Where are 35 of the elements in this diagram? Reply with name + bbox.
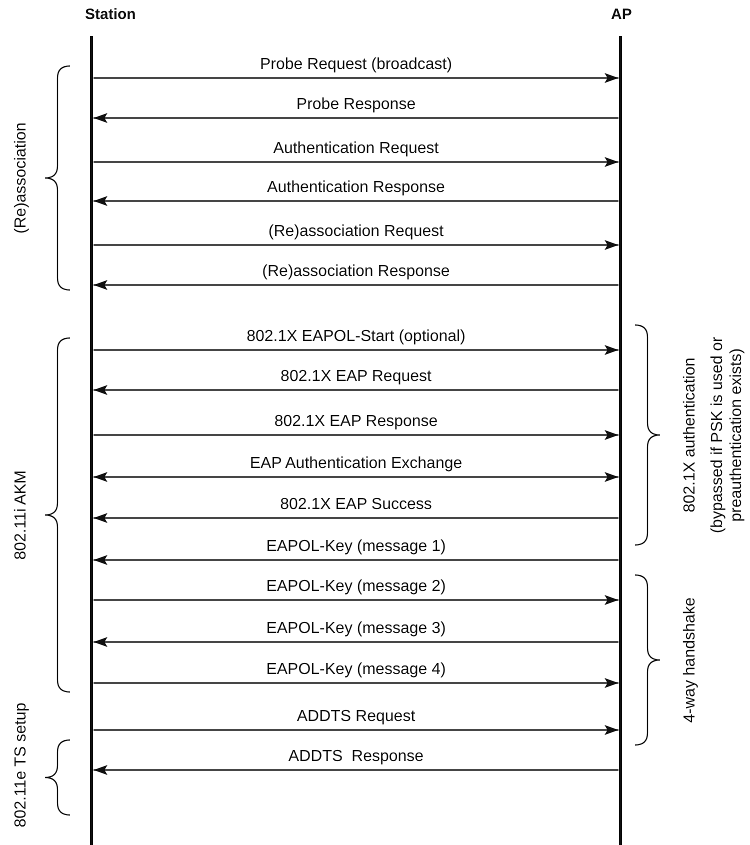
message-arrow bbox=[94, 73, 618, 83]
phase-label: 802.11e TS setup bbox=[12, 702, 30, 830]
participant-label: Station bbox=[85, 6, 136, 23]
message-arrow bbox=[94, 595, 618, 605]
message-arrow bbox=[94, 385, 618, 395]
phase-label: (Re)association bbox=[12, 121, 30, 236]
message-arrow bbox=[94, 157, 618, 167]
message-label: (Re)association Request bbox=[266, 223, 446, 241]
message-arrow bbox=[94, 113, 618, 123]
message-arrow bbox=[94, 240, 618, 250]
message-label: Authentication Response bbox=[265, 179, 447, 197]
message-arrow bbox=[94, 765, 618, 775]
message-arrow bbox=[94, 345, 618, 355]
message-arrow bbox=[94, 725, 618, 735]
message-label: (Re)association Response bbox=[260, 263, 452, 281]
lifeline bbox=[611, 6, 633, 845]
message-label: 802.1X EAP Response bbox=[272, 413, 440, 431]
message-arrow bbox=[94, 280, 618, 290]
message-label: ADDTS Response bbox=[286, 748, 426, 766]
message-arrow bbox=[94, 513, 618, 523]
phase-label: (bypassed if PSK is used or preauthentication exists) bbox=[708, 336, 746, 536]
phase-label: 4-way handshake bbox=[680, 596, 700, 725]
message-label: 802.1X EAPOL-Start (optional) bbox=[244, 328, 468, 346]
message-arrow bbox=[94, 196, 618, 206]
message-label: Authentication Request bbox=[271, 140, 441, 158]
message-label: 802.1X EAP Request bbox=[278, 368, 434, 386]
message-arrow bbox=[94, 555, 618, 565]
message-arrow bbox=[94, 472, 618, 482]
phase-label: 802.1X authentication bbox=[680, 356, 700, 514]
message-label: ADDTS Request bbox=[294, 708, 418, 726]
message-arrow bbox=[94, 678, 618, 688]
message-arrow bbox=[94, 637, 618, 647]
participant-label: AP bbox=[611, 6, 632, 23]
message-arrow bbox=[94, 430, 618, 440]
phase-label: 802.11i AKM bbox=[12, 469, 30, 562]
